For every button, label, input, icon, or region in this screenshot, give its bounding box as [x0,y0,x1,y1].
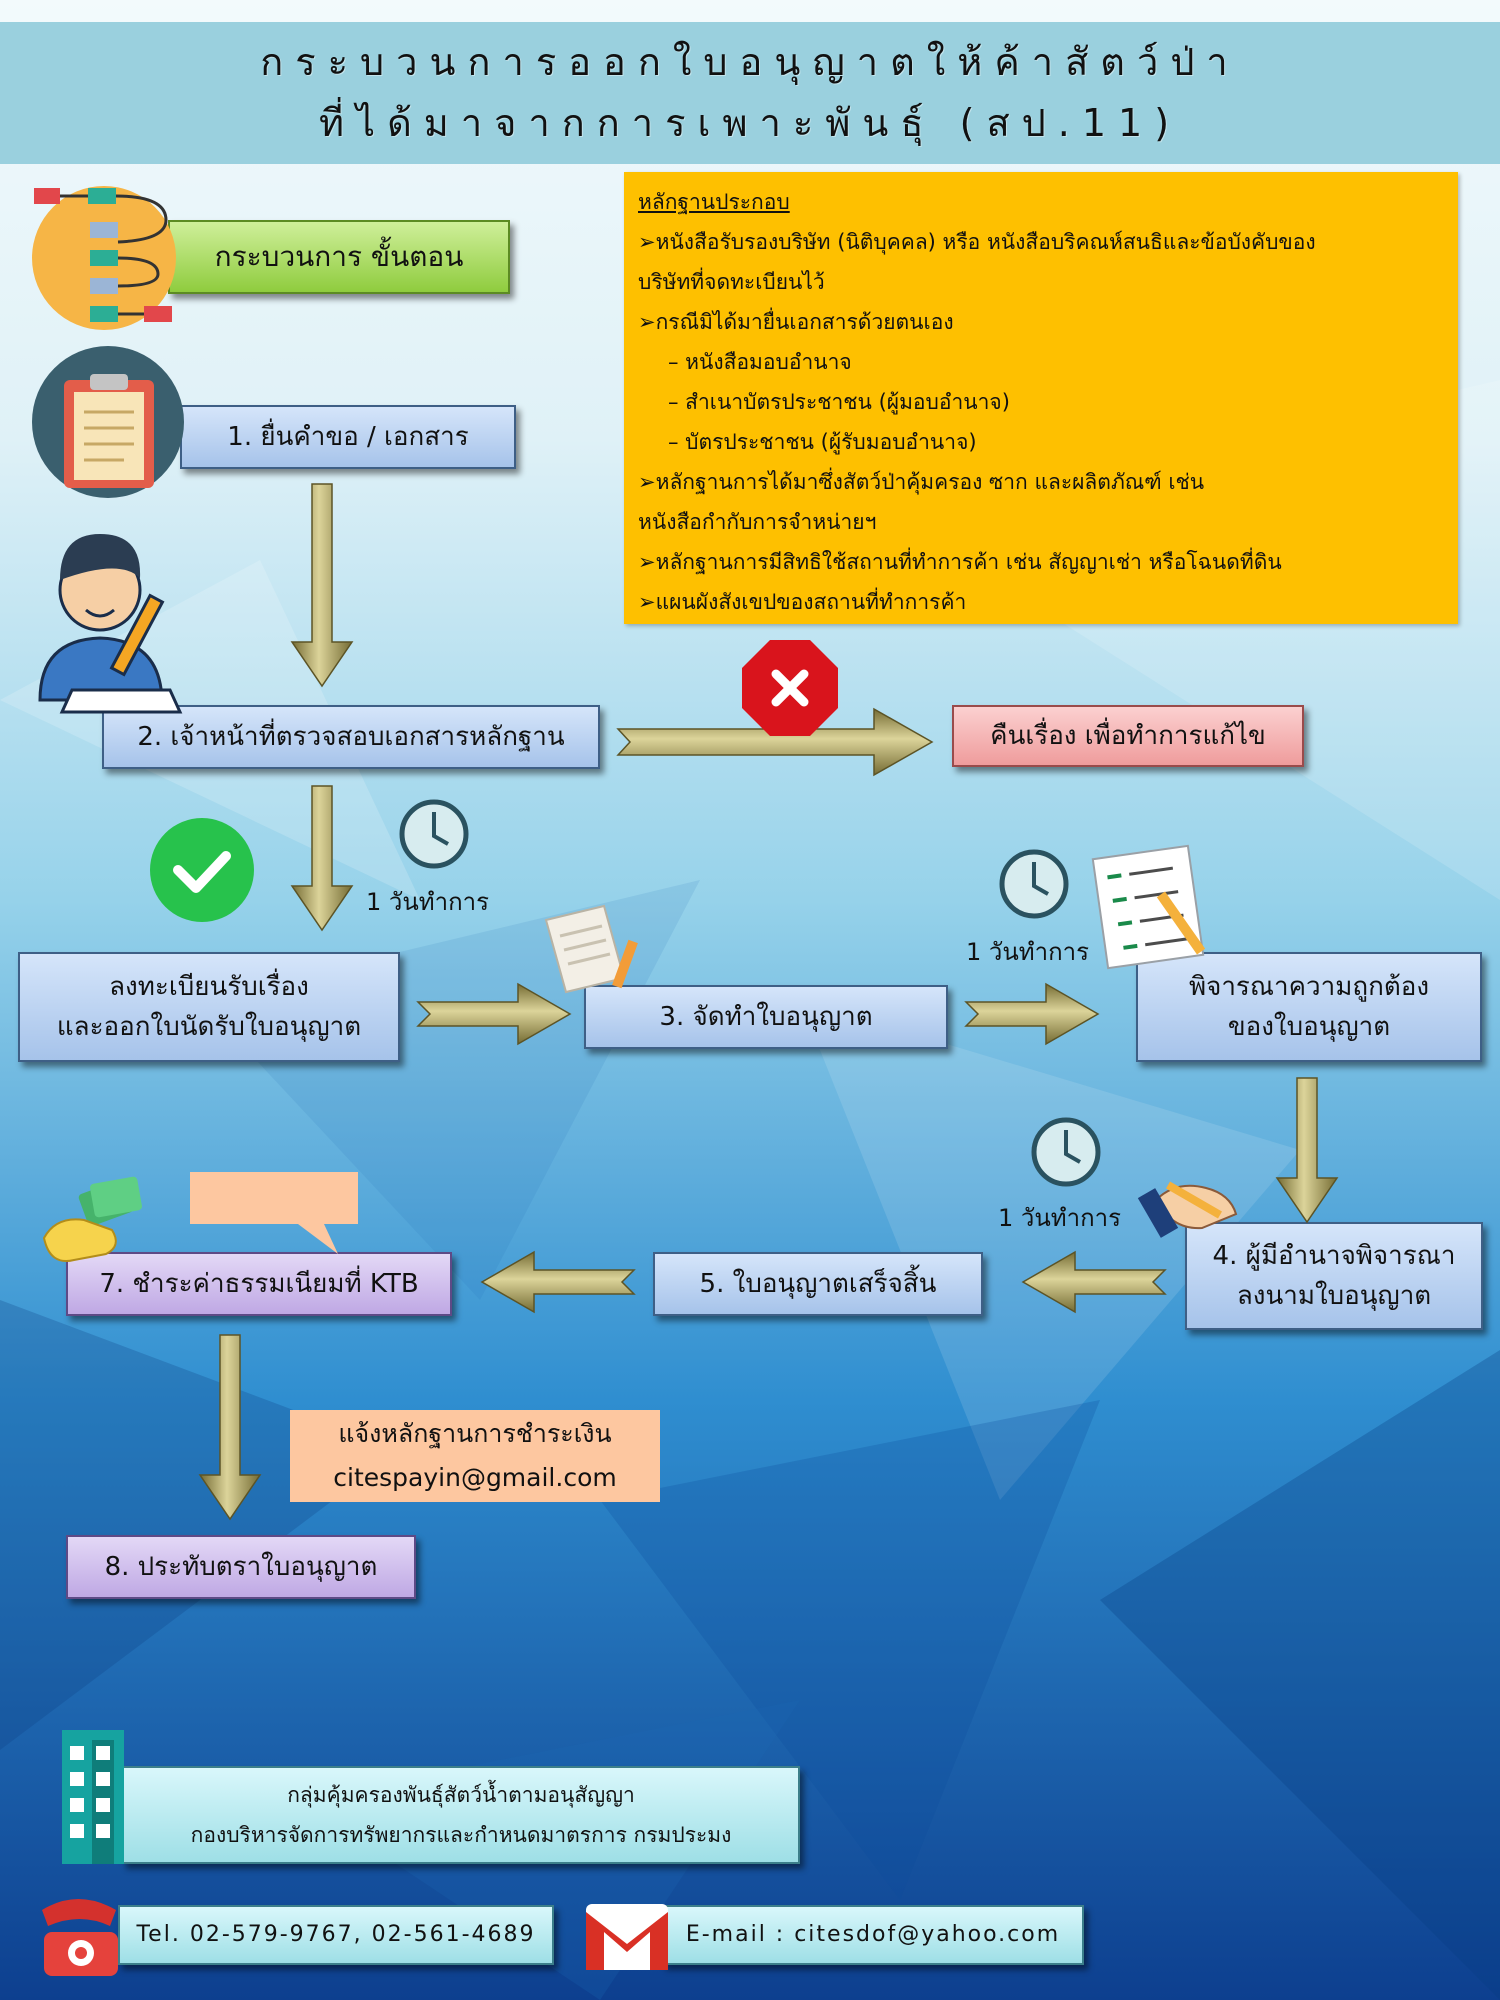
officer-writing-icon [38,534,183,714]
header-banner: กระบวนการออกใบอนุญาตให้ค้าสัตว์ป่า ที่ได… [0,22,1500,164]
reject-x-icon [742,640,838,736]
register-text-1: ลงทะเบียนรับเรื่อง [109,971,309,1002]
org-line2: กองบริหารจัดการทรัพยากรและกำหนดมาตรการ ก… [190,1823,732,1847]
checklist-icon [1091,844,1206,970]
payment-notice-email: citespayin@gmail.com [333,1463,617,1492]
payment-notice-box: แจ้งหลักฐานการชำระเงิน citespayin@gmail.… [290,1410,660,1502]
register-box: ลงทะเบียนรับเรื่อง และออกใบนัดรับใบอนุญา… [18,952,400,1062]
hand-signing-icon [1137,1181,1238,1238]
step-5-box: 5. ใบอนุญาตเสร็จสิ้น [653,1252,983,1316]
evidence-box: หลักฐานประกอบ ➢หนังสือรับรองบริษัท (นิติ… [624,172,1458,624]
step-8-text: 8. ประทับตราใบอนุญาต [104,1551,378,1582]
duration-label-2: 1 วันทำการ [966,938,1089,966]
step-4-box: 4. ผู้มีอำนาจพิจารณา ลงนามใบอนุญาต [1185,1222,1483,1330]
duration-label-3: 1 วันทำการ [998,1204,1121,1232]
process-label-text: กระบวนการ ขั้นตอน [214,240,464,274]
step-3-text: 3. จัดทำใบอนุญาต [659,1001,873,1032]
tel-text[interactable]: Tel. 02-579-9767, 02-561-4689 [136,1921,536,1947]
header-title-line2: ที่ได้มาจากการเพาะพันธุ์ (สป.11) [318,101,1182,145]
step-2-text: 2. เจ้าหน้าที่ตรวจสอบเอกสารหลักฐาน [137,721,565,752]
evidence-line: – บัตรประชาชน (ผู้รับมอบอำนาจ) [668,430,977,454]
step-8-box: 8. ประทับตราใบอนุญาต [66,1535,416,1599]
review-text-2: ของใบอนุญาต [1227,1012,1391,1042]
email-text[interactable]: E-mail : citesdof@yahoo.com [685,1921,1061,1947]
step-2-box: 2. เจ้าหน้าที่ตรวจสอบเอกสารหลักฐาน [102,705,600,769]
telephone-icon [42,1899,118,1976]
tel-box: Tel. 02-579-9767, 02-561-4689 [118,1905,554,1965]
step-7-text: 7. ชำระค่าธรรมเนียมที่ KTB [99,1268,419,1299]
process-label: กระบวนการ ขั้นตอน [168,220,510,294]
step-5-text: 5. ใบอนุญาตเสร็จสิ้น [699,1268,937,1299]
payin-callout-text: ใบ pay in [215,1186,333,1216]
header-title-line1: กระบวนการออกใบอนุญาตให้ค้าสัตว์ป่า [260,40,1240,85]
step-4-text-1: 4. ผู้มีอำนาจพิจารณา [1212,1240,1456,1271]
clock-icon [999,849,1069,919]
review-box: พิจารณาความถูกต้อง ของใบอนุญาต [1136,952,1482,1062]
evidence-line: ➢กรณีมิได้มายื่นเอกสารด้วยตนเอง [638,310,954,334]
email-box: E-mail : citesdof@yahoo.com [662,1905,1084,1965]
evidence-line: ➢หลักฐานการได้มาซึ่งสัตว์ป่าคุ้มครอง ซาก… [638,470,1205,494]
step-1-text: 1. ยื่นคำขอ / เอกสาร [227,421,469,452]
clipboard-icon [32,346,184,498]
step-1-box: 1. ยื่นคำขอ / เอกสาร [180,405,516,469]
step-3-box: 3. จัดทำใบอนุญาต [584,985,948,1049]
org-box: กลุ่มคุ้มครองพันธุ์สัตว์น้ำตามอนุสัญญา ก… [122,1766,800,1864]
evidence-line: – สำเนาบัตรประชาชน (ผู้มอบอำนาจ) [668,390,1010,414]
org-line1: กลุ่มคุ้มครองพันธุ์สัตว์น้ำตามอนุสัญญา [287,1783,635,1807]
clock-icon [399,799,469,869]
document-icon [544,904,638,994]
step-4-text-2: ลงนามใบอนุญาต [1236,1281,1432,1311]
duration-label-1: 1 วันทำการ [366,888,489,916]
money-hand-icon [42,1176,142,1262]
reject-text: คืนเรื่อง เพื่อทำการแก้ไข [990,720,1266,751]
building-icon [62,1730,124,1864]
register-text-2: และออกใบนัดรับใบอนุญาต [56,1012,362,1042]
flowchart-icon [32,186,176,330]
reject-box: คืนเรื่อง เพื่อทำการแก้ไข [952,705,1304,767]
review-text-1: พิจารณาความถูกต้อง [1188,971,1430,1002]
step-7-box: 7. ชำระค่าธรรมเนียมที่ KTB [66,1252,452,1316]
evidence-line: ➢หนังสือรับรองบริษัท (นิติบุคคล) หรือ หน… [638,230,1316,254]
clock-icon [1031,1117,1101,1187]
evidence-line: ➢แผนผังสังเขปของสถานที่ทำการค้า [638,590,967,614]
evidence-line: หนังสือกำกับการจำหน่ายฯ [638,510,877,534]
evidence-heading: หลักฐานประกอบ [638,190,790,214]
evidence-line: บริษัทที่จดทะเบียนไว้ [638,270,825,294]
evidence-line: – หนังสือมอบอำนาจ [668,350,852,374]
gmail-icon [586,1904,668,1970]
evidence-line: ➢หลักฐานการมีสิทธิใช้สถานที่ทำการค้า เช่… [638,550,1282,574]
payment-notice-line1: แจ้งหลักฐานการชำระเงิน [338,1419,612,1448]
approve-check-icon [150,818,254,922]
